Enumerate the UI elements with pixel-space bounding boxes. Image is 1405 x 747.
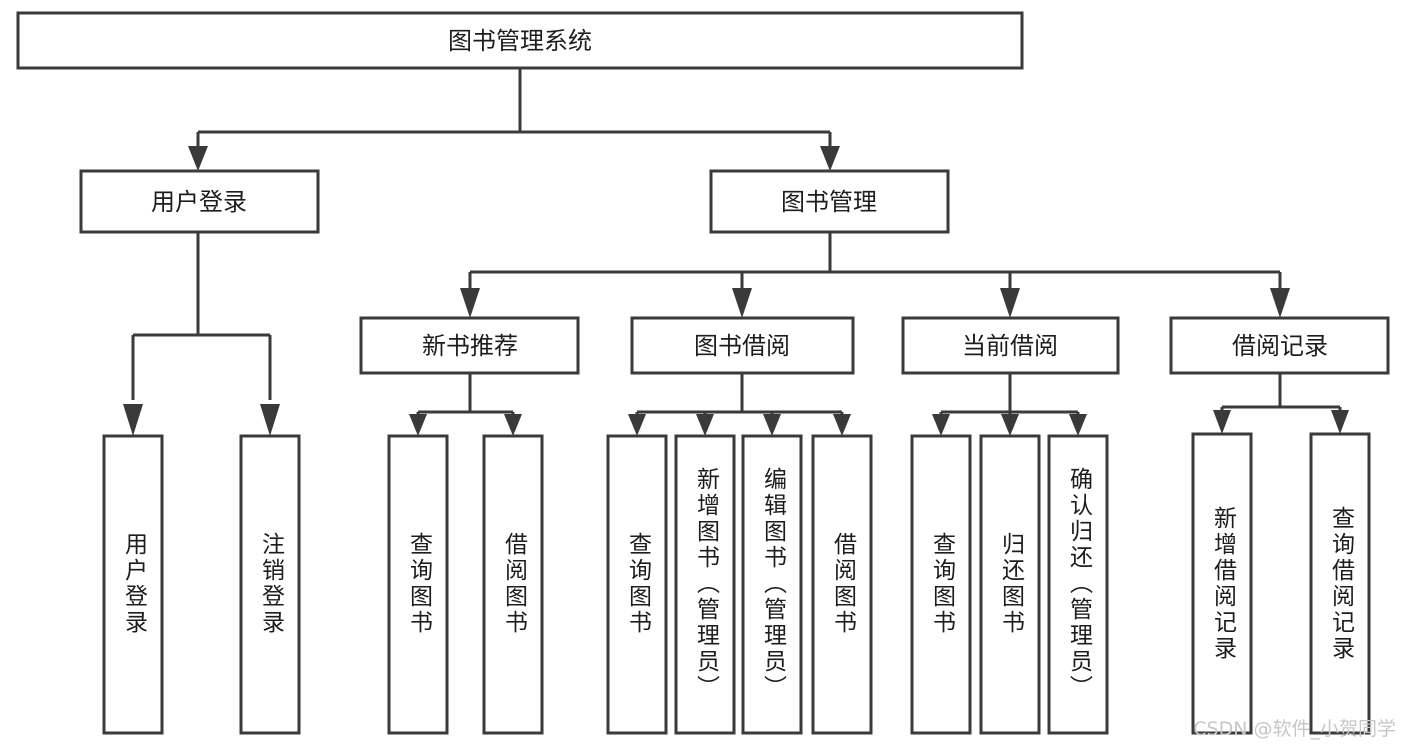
- arrow-head-leaf-query-book-3: [932, 414, 950, 436]
- node-leaf-query-book-1[interactable]: 查询图书: [387, 434, 449, 735]
- node-borrow-record-box[interactable]: [1169, 316, 1390, 375]
- connector-layer: [123, 68, 1349, 436]
- node-leaf-confirm-return[interactable]: 确认归还（管理员）: [1047, 434, 1109, 735]
- node-leaf-add-book-box[interactable]: [674, 434, 736, 735]
- arrow-head-leaf-borrow-book-1: [504, 414, 522, 436]
- arrow-head-leaf-logout: [260, 404, 280, 436]
- node-leaf-borrow-book-2-label: 借阅图书: [830, 532, 858, 636]
- arrow-head-leaf-add-record: [1213, 410, 1231, 434]
- node-leaf-query-book-2-label: 查询图书: [625, 532, 653, 636]
- arrow-head-leaf-borrow-book-2: [833, 414, 851, 436]
- arrow-head-book-borrow: [732, 288, 752, 318]
- node-leaf-return-book-box[interactable]: [979, 434, 1041, 735]
- node-book-manage-label: 图书管理: [781, 188, 877, 216]
- arrow-head-user-login: [188, 146, 208, 171]
- arrow-head-leaf-query-record: [1331, 410, 1349, 434]
- node-leaf-edit-book-label: 编辑图书（管理员）: [760, 467, 788, 701]
- node-leaf-confirm-return-label: 确认归还（管理员）: [1066, 467, 1094, 701]
- csdn-watermark: CSDN @软件_小贺同学: [1193, 718, 1396, 740]
- node-book-borrow[interactable]: 图书借阅: [630, 316, 855, 375]
- node-root[interactable]: 图书管理系统: [16, 11, 1024, 70]
- node-leaf-logout-label: 注销登录: [258, 532, 286, 636]
- node-leaf-borrow-book-1-box[interactable]: [482, 434, 544, 735]
- arrow-head-leaf-confirm-return: [1069, 414, 1087, 436]
- arrow-head-leaf-query-book-1: [409, 414, 427, 436]
- node-leaf-logout[interactable]: 注销登录: [239, 434, 301, 735]
- node-leaf-add-book[interactable]: 新增图书（管理员）: [674, 434, 736, 735]
- node-leaf-return-book-label: 归还图书: [998, 532, 1026, 636]
- arrow-head-new-book-rec: [460, 288, 480, 318]
- node-leaf-edit-book-box[interactable]: [741, 434, 803, 735]
- node-current-borrow[interactable]: 当前借阅: [901, 316, 1120, 375]
- node-leaf-query-book-3[interactable]: 查询图书: [910, 434, 972, 735]
- node-new-book-rec[interactable]: 新书推荐: [359, 316, 580, 375]
- node-leaf-query-book-3-label: 查询图书: [929, 532, 957, 636]
- arrow-head-leaf-add-book: [696, 414, 714, 436]
- node-leaf-user-login-box[interactable]: [102, 434, 164, 735]
- node-leaf-borrow-book-2[interactable]: 借阅图书: [811, 434, 873, 735]
- node-user-login-label: 用户登录: [151, 188, 247, 216]
- arrow-head-leaf-user-login: [123, 404, 143, 436]
- node-leaf-user-login[interactable]: 用户登录: [102, 434, 164, 735]
- arrow-head-borrow-record: [1270, 288, 1290, 318]
- node-root-box[interactable]: [16, 11, 1024, 70]
- node-leaf-borrow-book-1[interactable]: 借阅图书: [482, 434, 544, 735]
- node-book-borrow-box[interactable]: [630, 316, 855, 375]
- node-book-borrow-label: 图书借阅: [694, 332, 790, 360]
- node-leaf-add-record-label: 新增借阅记录: [1210, 506, 1238, 662]
- node-leaf-query-record-box[interactable]: [1309, 432, 1371, 735]
- node-leaf-edit-book[interactable]: 编辑图书（管理员）: [741, 434, 803, 735]
- node-leaf-add-book-label: 新增图书（管理员）: [693, 467, 721, 701]
- node-root-label: 图书管理系统: [448, 27, 592, 55]
- node-leaf-query-book-2[interactable]: 查询图书: [606, 434, 668, 735]
- node-leaf-confirm-return-box[interactable]: [1047, 434, 1109, 735]
- node-leaf-query-record[interactable]: 查询借阅记录: [1309, 432, 1371, 735]
- node-leaf-return-book[interactable]: 归还图书: [979, 434, 1041, 735]
- node-new-book-rec-label: 新书推荐: [422, 332, 518, 360]
- arrow-head-leaf-query-book-2: [628, 414, 646, 436]
- node-borrow-record[interactable]: 借阅记录: [1169, 316, 1390, 375]
- node-leaf-query-book-3-box[interactable]: [910, 434, 972, 735]
- node-current-borrow-box[interactable]: [901, 316, 1120, 375]
- node-borrow-record-label: 借阅记录: [1232, 332, 1328, 360]
- node-leaf-user-login-label: 用户登录: [121, 532, 149, 636]
- arrow-head-leaf-return-book: [1001, 414, 1019, 436]
- node-current-borrow-label: 当前借阅: [962, 332, 1058, 360]
- node-book-manage[interactable]: 图书管理: [709, 169, 950, 234]
- arrow-head-current-borrow: [1000, 288, 1020, 318]
- node-leaf-add-record[interactable]: 新增借阅记录: [1191, 432, 1253, 735]
- node-leaf-query-book-1-label: 查询图书: [406, 532, 434, 636]
- arrow-head-book-manage: [820, 146, 840, 171]
- node-leaf-add-record-box[interactable]: [1191, 432, 1253, 735]
- node-leaf-borrow-book-2-box[interactable]: [811, 434, 873, 735]
- node-user-login-box[interactable]: [79, 169, 320, 234]
- node-new-book-rec-box[interactable]: [359, 316, 580, 375]
- arrow-head-leaf-edit-book: [763, 414, 781, 436]
- node-user-login[interactable]: 用户登录: [79, 169, 320, 234]
- node-leaf-query-book-1-box[interactable]: [387, 434, 449, 735]
- node-leaf-borrow-book-1-label: 借阅图书: [501, 532, 529, 636]
- node-leaf-logout-box[interactable]: [239, 434, 301, 735]
- node-leaf-query-record-label: 查询借阅记录: [1328, 506, 1356, 662]
- node-leaf-query-book-2-box[interactable]: [606, 434, 668, 735]
- node-book-manage-box[interactable]: [709, 169, 950, 234]
